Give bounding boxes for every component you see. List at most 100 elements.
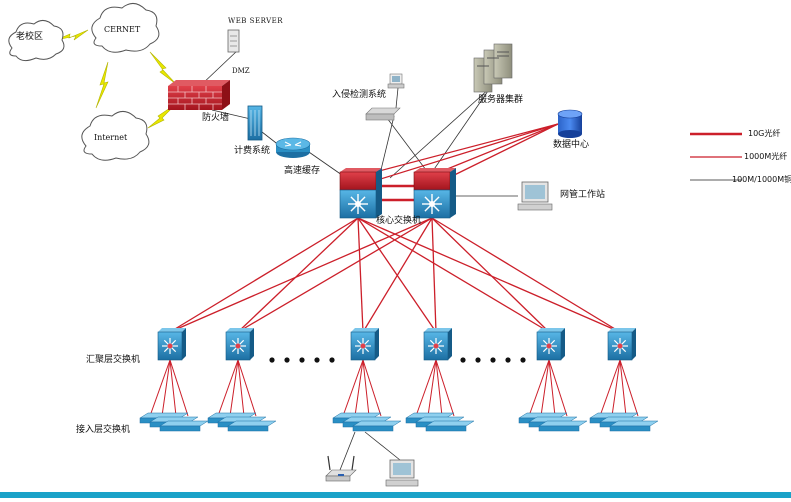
access-switch-group (139, 412, 659, 432)
label-data-center: 数据中心 (553, 140, 590, 150)
label-firewall: 防火墙 (202, 113, 230, 123)
fiber-downlink (427, 359, 437, 417)
fiber-downlink (540, 359, 550, 417)
fiber-downlink (548, 359, 556, 417)
fiber-downlink (237, 359, 257, 417)
fiber-uplink (357, 217, 550, 333)
ids-icon (365, 73, 405, 121)
label-dmz: DMZ (232, 67, 250, 75)
label-internet: Internet (94, 133, 128, 142)
fiber-uplink (357, 217, 621, 333)
label-nms: 网管工作站 (560, 190, 606, 200)
legend-label-10g: 10G光纤 (748, 129, 781, 138)
label-ids: 入侵检测系统 (332, 90, 387, 100)
access-switch-stack-6 (589, 412, 659, 432)
aggregation-switch-1 (157, 328, 186, 361)
core-switch-1 (339, 168, 382, 219)
label-web-server: WEB SERVER (228, 17, 284, 25)
access-switch-stack-1 (139, 412, 209, 432)
copper-link (379, 115, 395, 175)
fiber-link (359, 123, 559, 177)
fiber-uplink (169, 217, 359, 333)
fiber-downlink (354, 359, 364, 417)
fiber-uplink (169, 217, 433, 333)
aggregation-switch-3 (350, 328, 379, 361)
aggregation-switch-5 (536, 328, 565, 361)
label-cache: 高速缓存 (284, 166, 321, 176)
firewall-icon (168, 80, 230, 110)
fiber-uplink (431, 217, 550, 333)
fiber-uplink (362, 217, 433, 333)
links-layer (149, 49, 639, 471)
legend (690, 132, 742, 181)
cache-router-icon (275, 137, 311, 158)
access-switch-stack-4 (405, 412, 475, 432)
fiber-downlink (619, 359, 627, 417)
legend-label-1000m: 1000M光纤 (744, 152, 788, 161)
fiber-link (429, 123, 559, 177)
cloud-cernet (91, 3, 160, 53)
fiber-downlink (149, 359, 171, 417)
server-cluster-icon (473, 43, 513, 93)
copper-link (395, 87, 399, 109)
data-center-icon (557, 109, 583, 138)
fiber-downlink (237, 359, 245, 417)
access-switch-stack-3 (332, 412, 402, 432)
fiber-downlink (611, 359, 621, 417)
copper-link (339, 431, 356, 471)
access-switch-stack-5 (518, 412, 588, 432)
legend-label-copper: 100M/1000M铜 (732, 175, 791, 184)
wan-link-cernet-firewall (149, 51, 177, 85)
fiber-downlink (619, 359, 639, 417)
aggregation-switch-6 (607, 328, 636, 361)
fiber-downlink (217, 359, 239, 417)
fiber-uplink (431, 217, 621, 333)
ellipsis-dots (269, 357, 526, 363)
label-aggregation-layer: 汇聚层交换机 (86, 355, 141, 365)
copper-link (364, 431, 401, 461)
fiber-uplink (237, 217, 359, 333)
core-switch-2 (413, 168, 456, 219)
web-server-icon (227, 29, 240, 53)
billing-system-icon (247, 105, 263, 141)
aggregation-switch-group (157, 328, 636, 361)
label-cernet: CERNET (104, 25, 141, 34)
copper-link (383, 113, 433, 179)
aggregation-switch-2 (225, 328, 254, 361)
fiber-downlink (528, 359, 550, 417)
fiber-downlink (415, 359, 437, 417)
fiber-downlink (169, 359, 189, 417)
copper-link (427, 87, 491, 179)
wan-link-cernet-internet (95, 61, 109, 109)
access-switch-stack-2 (207, 412, 277, 432)
label-old-campus: 老校区 (16, 32, 44, 42)
fiber-downlink (599, 359, 621, 417)
fiber-downlink (362, 359, 382, 417)
fiber-downlink (435, 359, 455, 417)
fiber-uplink (237, 217, 433, 333)
pc-workstation-icon (385, 459, 419, 487)
cloud-internet (81, 111, 150, 161)
fiber-downlink (362, 359, 370, 417)
fiber-uplink (431, 217, 437, 333)
label-server-cluster: 服务器集群 (478, 95, 524, 105)
copper-link (389, 87, 491, 179)
frame-border (0, 492, 791, 498)
label-access-layer: 接入层交换机 (76, 425, 131, 435)
fiber-downlink (229, 359, 239, 417)
fiber-downlink (548, 359, 568, 417)
wireless-ap-icon (325, 455, 357, 482)
nms-workstation-icon (517, 181, 553, 211)
label-core-switch: 核心交换机 (376, 216, 422, 226)
fiber-link (357, 123, 559, 187)
fiber-downlink (161, 359, 171, 417)
fiber-downlink (435, 359, 443, 417)
fiber-downlink (169, 359, 177, 417)
wan-link-oldcampus-cernet (55, 29, 89, 41)
label-billing: 计费系统 (234, 146, 271, 156)
aggregation-switch-4 (423, 328, 452, 361)
fiber-downlink (342, 359, 364, 417)
fiber-uplink (357, 217, 364, 333)
